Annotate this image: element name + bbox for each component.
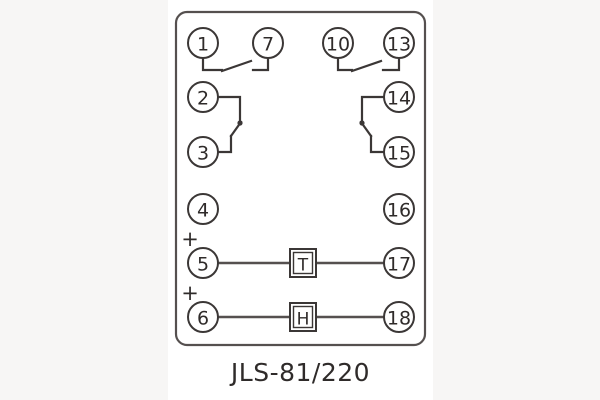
holding-element-outer-box — [289, 302, 317, 332]
terminal-2-circle — [187, 81, 219, 113]
changeover-2-3 — [216, 95, 243, 154]
terminal-5-circle — [187, 247, 219, 279]
terminal-3[interactable]: 3 — [187, 136, 219, 168]
terminal-1-circle — [187, 27, 219, 59]
diagram-caption: JLS-81/220 — [230, 358, 371, 387]
timer-element-outer-box — [289, 248, 317, 278]
terminal-18-label: 18 — [387, 308, 411, 330]
terminal-15[interactable]: 15 — [383, 136, 415, 168]
terminal-2[interactable]: 2 — [187, 81, 219, 113]
holding-element-label: H — [297, 310, 310, 330]
holding-element-inner-box — [292, 305, 314, 329]
timer-element-label: T — [297, 256, 309, 276]
terminal-6-circle — [187, 301, 219, 333]
terminal-15-label: 15 — [387, 143, 411, 165]
terminal-13[interactable]: 13 — [383, 27, 415, 59]
terminal-10[interactable]: 10 — [322, 27, 354, 59]
terminal-7[interactable]: 7 — [252, 27, 284, 59]
terminal-6[interactable]: 6 + — [181, 281, 219, 333]
terminal-7-circle — [252, 27, 284, 59]
terminal-16[interactable]: 16 — [383, 193, 415, 225]
terminal-2-label: 2 — [197, 88, 209, 110]
terminal-14[interactable]: 14 — [383, 81, 415, 113]
terminal-4-label: 4 — [197, 200, 209, 222]
terminal-6-label: 6 — [197, 308, 209, 330]
terminal-10-label: 10 — [326, 34, 350, 56]
no-contact-1-7 — [201, 56, 270, 73]
terminal-7-label: 7 — [262, 34, 274, 56]
terminal-17-label: 17 — [387, 254, 411, 276]
terminal-10-circle — [322, 27, 354, 59]
terminal-13-label: 13 — [387, 34, 411, 56]
changeover-14-15 — [359, 95, 386, 154]
no-contact-10-13 — [336, 56, 401, 73]
terminal-5-polarity-plus: + — [181, 227, 199, 251]
terminal-6-polarity-plus: + — [181, 281, 199, 305]
terminal-15-circle — [383, 136, 415, 168]
terminal-14-circle — [383, 81, 415, 113]
terminal-4[interactable]: 4 — [187, 193, 219, 225]
terminal-3-label: 3 — [197, 143, 209, 165]
terminal-18-circle — [383, 301, 415, 333]
timer-element: T — [289, 248, 317, 278]
relay-body-outline — [174, 10, 427, 347]
terminal-5[interactable]: 5 + — [181, 227, 219, 279]
terminal-16-circle — [383, 193, 415, 225]
terminal-1-label: 1 — [197, 34, 209, 56]
changeover-14-15-pivot — [359, 120, 365, 126]
terminal-3-circle — [187, 136, 219, 168]
terminal-4-circle — [187, 193, 219, 225]
timer-element-inner-box — [292, 251, 314, 275]
holding-element: H — [289, 302, 317, 332]
terminal-17[interactable]: 17 — [383, 247, 415, 279]
terminal-17-circle — [383, 247, 415, 279]
terminal-13-circle — [383, 27, 415, 59]
terminal-18[interactable]: 18 — [383, 301, 415, 333]
terminal-16-label: 16 — [387, 200, 411, 222]
terminal-1[interactable]: 1 — [187, 27, 219, 59]
terminal-5-label: 5 — [197, 254, 209, 276]
terminal-14-label: 14 — [387, 88, 411, 110]
changeover-2-3-pivot — [237, 120, 243, 126]
